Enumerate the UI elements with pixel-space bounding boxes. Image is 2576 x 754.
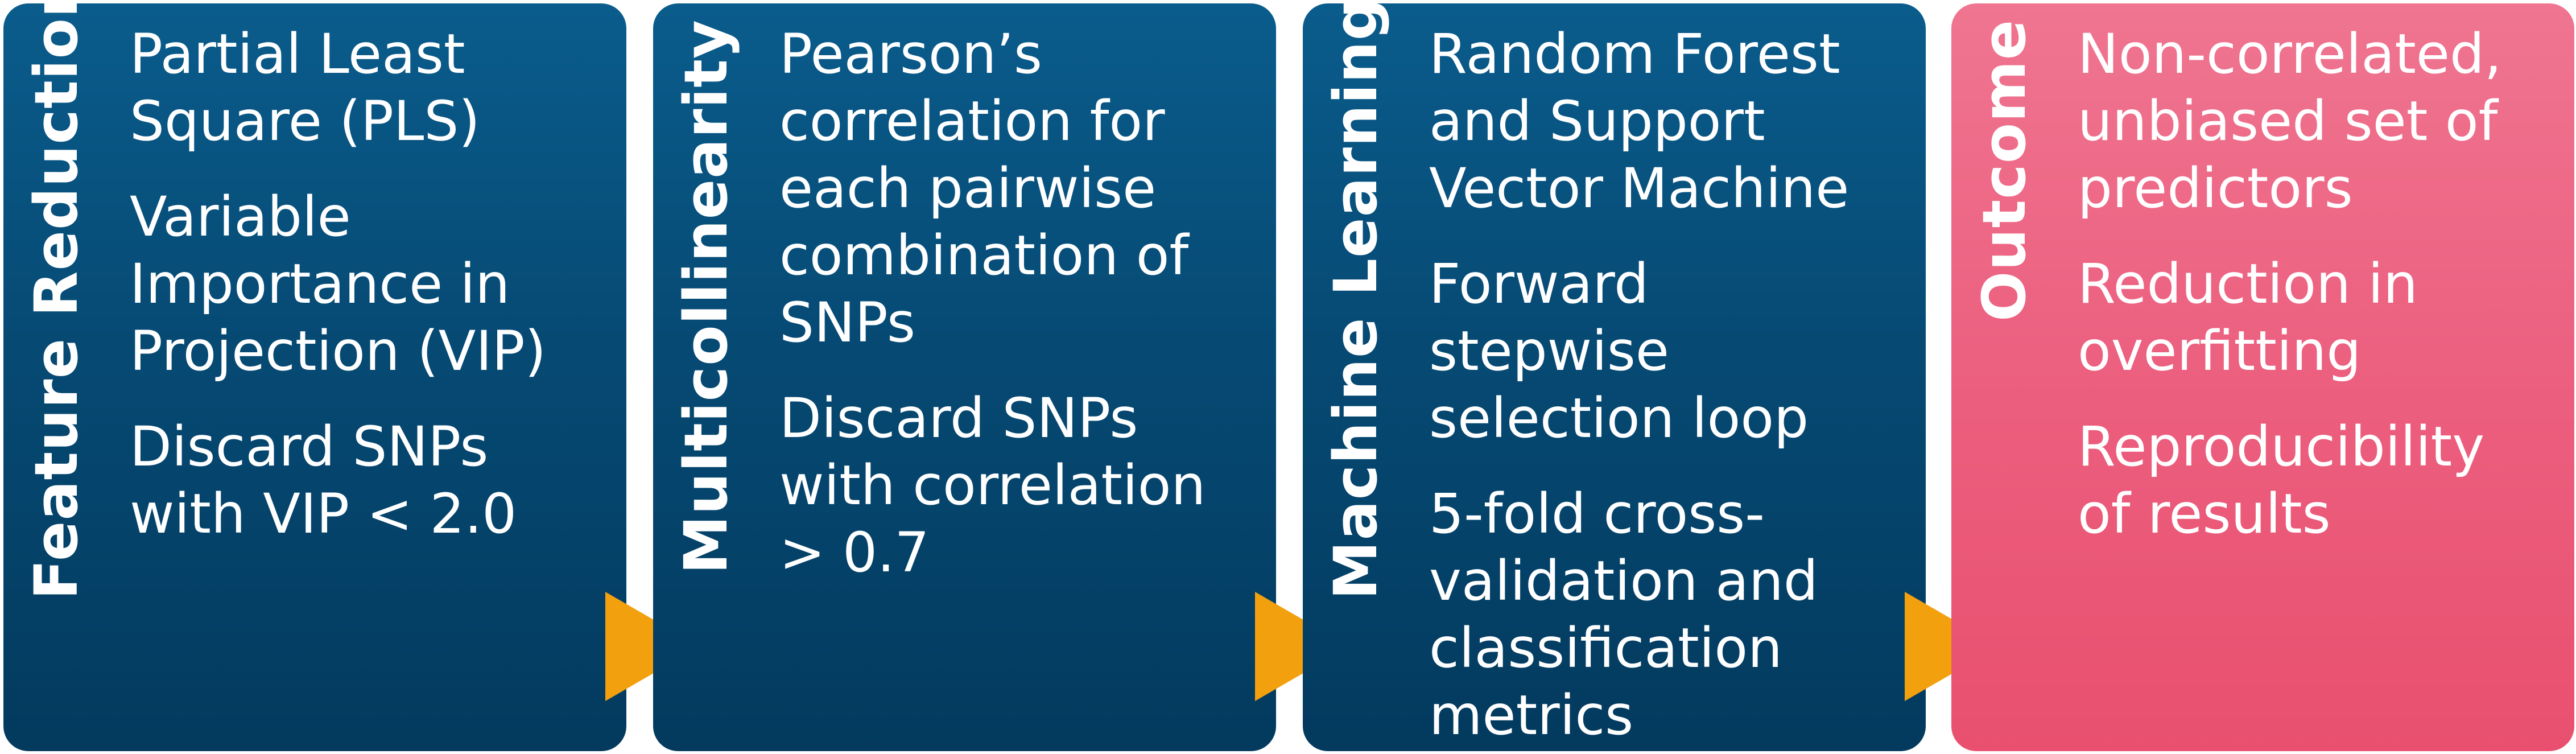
- panel-item-list: Pearson’s correlation for each pairwise …: [779, 20, 1259, 615]
- panel-title: Multicollinearity: [671, 19, 741, 574]
- panel-title: Feature Reduction: [22, 3, 91, 600]
- panel-multicollinearity: Multicollinearity Pearson’s correlation …: [653, 3, 1276, 751]
- panel-item: 5-fold cross- validation and classificat…: [1429, 482, 1818, 747]
- panel-item: Discard SNPs with correlation > 0.7: [779, 386, 1206, 584]
- panel-item: Forward stepwise selection loop: [1429, 252, 1809, 450]
- panel-feature-reduction: Feature Reduction Partial Least Square (…: [3, 3, 626, 751]
- panel-item-list: Partial Least Square (PLS) Variable Impo…: [130, 20, 609, 576]
- panel-item: Reduction in overfitting: [2078, 252, 2418, 383]
- panel-item: Variable Importance in Projection (VIP): [130, 185, 546, 383]
- panel-item-list: Random Forest and Support Vector Machine…: [1429, 20, 1909, 751]
- panel-title: Machine Learning: [1321, 3, 1390, 600]
- panel-item: Partial Least Square (PLS): [130, 22, 480, 153]
- panel-machine-learning: Machine Learning Random Forest and Suppo…: [1303, 3, 1926, 751]
- panel-title: Outcome: [1970, 19, 2039, 322]
- panel-item-list: Non-correlated, unbiased set of predicto…: [2078, 20, 2557, 576]
- panel-item: Pearson’s correlation for each pairwise …: [779, 22, 1189, 355]
- panel-item: Non-correlated, unbiased set of predicto…: [2078, 22, 2502, 220]
- panel-item: Reproducibility of results: [2078, 415, 2485, 546]
- panel-outcome: Outcome Non-correlated, unbiased set of …: [1951, 3, 2574, 751]
- panel-item: Discard SNPs with VIP < 2.0: [130, 415, 517, 546]
- panel-item: Random Forest and Support Vector Machine: [1429, 22, 1850, 220]
